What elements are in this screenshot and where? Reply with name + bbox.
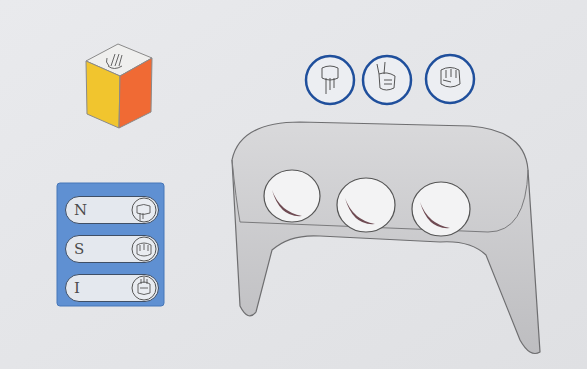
pill-shape (66, 197, 159, 224)
button-pill: S (65, 235, 159, 263)
hand-point-down (322, 66, 338, 94)
controller-hole (412, 182, 470, 236)
sign-circle (426, 55, 474, 103)
hand-icon (106, 54, 122, 69)
hand-circle (132, 237, 156, 261)
hand-circle (132, 198, 156, 222)
sign-circle (363, 56, 411, 104)
button-pill: I (65, 274, 159, 302)
button-pill: N (65, 196, 159, 224)
controller-hole (264, 170, 320, 222)
button-letter: I (65, 281, 80, 296)
sign-circle (306, 56, 354, 104)
controller-edge (232, 160, 528, 232)
button-letter: N (65, 203, 87, 218)
cube-right (119, 58, 152, 128)
hand-fist (137, 243, 151, 256)
controller-body (232, 122, 540, 354)
hand-sign (138, 277, 150, 295)
button-letter: S (65, 242, 84, 257)
hole-shadow (272, 190, 302, 216)
button-panel (57, 183, 164, 306)
sign-circles (306, 55, 474, 104)
controller (232, 122, 540, 354)
hole-shadow (420, 202, 450, 228)
hand-sign (377, 62, 395, 90)
sign-hands (322, 62, 460, 94)
hand-circle (132, 276, 156, 300)
hand-point-down (137, 205, 150, 222)
pill-shape (66, 236, 159, 263)
pill-shape (66, 275, 159, 302)
hand-fist (441, 68, 460, 88)
cube (86, 44, 152, 128)
cube-left (86, 61, 120, 128)
controller-hole (337, 178, 395, 232)
hole-shadow (345, 198, 375, 224)
